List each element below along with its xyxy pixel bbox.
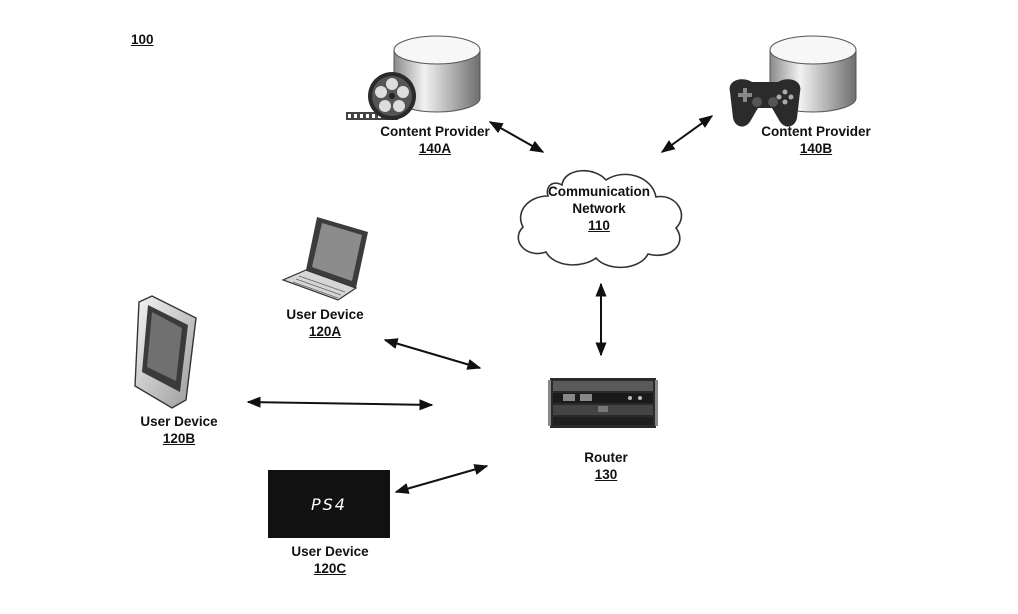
content-provider-b-label: Content Provider 140B bbox=[761, 123, 871, 157]
content-provider-a-icon bbox=[346, 35, 481, 120]
content-provider-a-number: 140A bbox=[418, 141, 452, 156]
arrow-provider-a-network bbox=[488, 121, 545, 153]
figure-number: 100 bbox=[131, 32, 154, 47]
user-device-c-label: User Device 120C bbox=[291, 543, 368, 577]
user-device-b-number: 120B bbox=[162, 431, 196, 446]
network-label: Communication Network 110 bbox=[548, 183, 650, 234]
tablet-icon bbox=[134, 295, 197, 409]
router-name: Router bbox=[584, 450, 628, 465]
laptop-icon bbox=[281, 217, 368, 301]
film-reel-icon bbox=[346, 72, 416, 120]
network-name-line1: Communication bbox=[547, 184, 651, 199]
console-icon bbox=[268, 470, 390, 538]
content-provider-a-name: Content Provider bbox=[380, 124, 490, 139]
network-cloud bbox=[517, 169, 683, 269]
user-device-c-number: 120C bbox=[313, 561, 347, 576]
user-device-a-number: 120A bbox=[308, 324, 342, 339]
router-number: 130 bbox=[594, 467, 618, 482]
content-provider-b-icon bbox=[729, 35, 857, 127]
arrow-provider-b-network bbox=[660, 115, 714, 153]
user-device-a-label: User Device 120A bbox=[286, 306, 363, 340]
arrow-device-a-router bbox=[383, 338, 482, 370]
user-device-c-name: User Device bbox=[291, 544, 369, 559]
arrow-device-c-router bbox=[394, 464, 489, 494]
router-label: Router 130 bbox=[584, 449, 628, 483]
router-icon bbox=[548, 378, 658, 428]
network-name-line2: Network bbox=[572, 201, 626, 216]
user-device-b-label: User Device 120B bbox=[140, 413, 217, 447]
connections bbox=[246, 115, 714, 494]
user-device-b-name: User Device bbox=[140, 414, 218, 429]
network-number: 110 bbox=[588, 218, 610, 233]
gamepad-icon bbox=[729, 79, 801, 127]
content-provider-b-name: Content Provider bbox=[761, 124, 871, 139]
arrow-device-b-router bbox=[246, 396, 434, 411]
user-device-a-name: User Device bbox=[286, 307, 364, 322]
content-provider-a-label: Content Provider 140A bbox=[380, 123, 490, 157]
content-provider-b-number: 140B bbox=[799, 141, 833, 156]
console-screen-text: PS4 bbox=[311, 494, 347, 514]
